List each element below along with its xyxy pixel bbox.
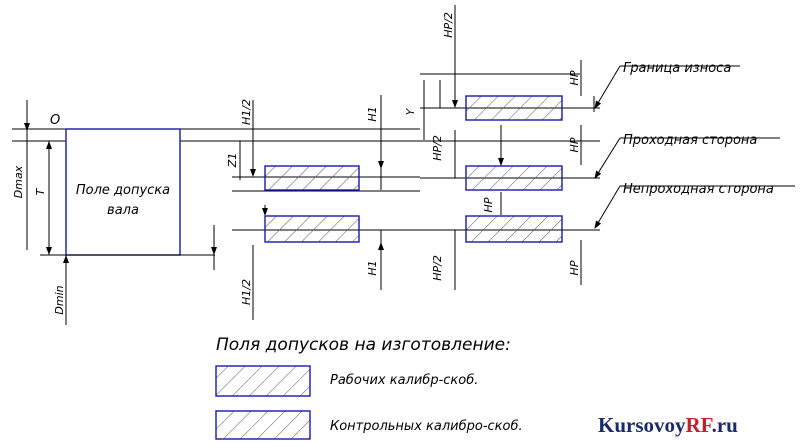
hp-nogo-label: HP (568, 260, 581, 275)
watermark-part1: Kursovoy (598, 413, 686, 437)
working-gauge-go-box (465, 165, 563, 191)
hp-mid-small-label: HP (482, 197, 495, 212)
working-gauge-nogo-box (465, 215, 563, 243)
legend-control-swatch (215, 410, 311, 440)
h1-bottom-label: H1 (366, 260, 379, 275)
shaft-tolerance-box (65, 128, 181, 256)
hp-go-label: HP (568, 137, 581, 152)
watermark-logo: KursovoyRF.ru (598, 413, 738, 437)
callout-go-label: Проходная сторона (623, 133, 757, 148)
callout-wear-label: Граница износа (623, 61, 731, 76)
watermark-part3: .ru (712, 413, 739, 437)
h1-half-top-label: H1/2 (240, 99, 253, 125)
legend-control-label: Контрольных калибро-скоб. (330, 419, 523, 434)
shaft-field-label-1: Поле допуска (76, 183, 170, 198)
legend-working-label: Рабочих калибр-скоб. (330, 373, 478, 388)
hp-wear-label: HP (568, 70, 581, 85)
z1-label: Z1 (226, 153, 239, 169)
working-gauge-wear-box (465, 95, 563, 121)
h1-top-label: H1 (366, 106, 379, 121)
callout-nogo-label: Непроходная сторона (623, 182, 774, 197)
hp-half-bottom-label: HP/2 (431, 255, 444, 281)
dmax-label: Dmax (12, 165, 25, 198)
hp-half-mid-label: HP/2 (431, 135, 444, 161)
watermark-part2: RF (686, 413, 713, 437)
shaft-field-label-2: вала (107, 203, 139, 218)
legend-working-swatch (215, 365, 311, 397)
dmin-label: Dmin (53, 285, 66, 314)
control-gauge-box-top (264, 165, 360, 191)
h1-half-bottom-label: H1/2 (240, 279, 253, 305)
callout-wear-leader (594, 65, 621, 109)
control-gauge-box-bottom (264, 215, 360, 243)
callout-nogo-leader (594, 185, 621, 229)
legend-title: Поля допусков на изготовление: (216, 335, 511, 355)
y-label: Y (404, 107, 417, 115)
hp-half-top-label: HP/2 (442, 12, 455, 38)
callout-go-leader (594, 137, 621, 179)
origin-label: O (50, 113, 60, 128)
t-label: T (34, 187, 47, 195)
